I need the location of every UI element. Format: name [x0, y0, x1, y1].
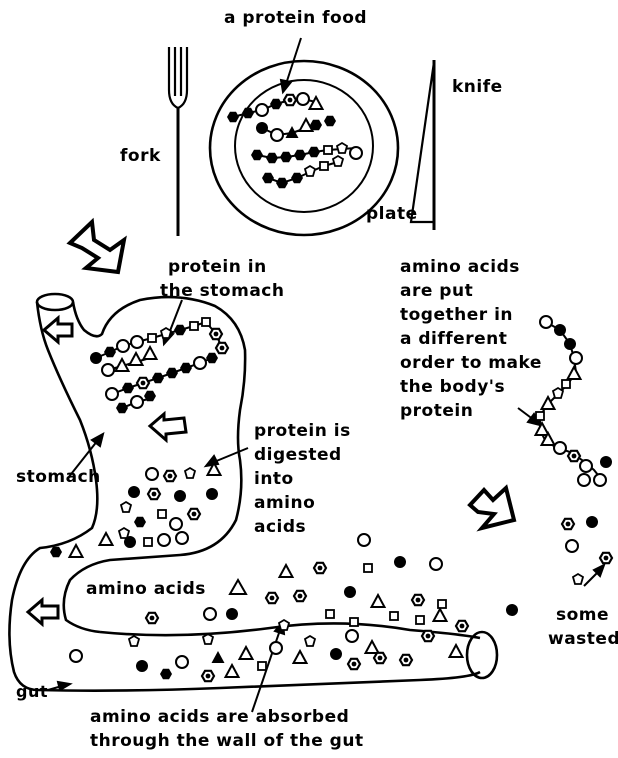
label-protein-in-stomach-2: the stomach [160, 282, 284, 301]
label-digested-4: amino [254, 494, 315, 513]
label-knife: knife [452, 78, 503, 97]
label-plate: plate [366, 205, 418, 224]
label-body-protein-7: protein [400, 402, 473, 421]
label-digested-2: digested [254, 446, 342, 465]
stomach-protein-chain [90, 318, 228, 413]
label-digested-1: protein is [254, 422, 351, 441]
label-body-protein-6: the body's [400, 378, 505, 397]
label-body-protein-1: amino acids [400, 258, 520, 277]
body-protein-chain [536, 316, 613, 486]
label-protein-in-stomach-1: protein in [168, 258, 267, 277]
amino-acid-bead-icon [228, 578, 248, 596]
label-protein-food: a protein food [224, 9, 367, 28]
label-body-protein-4: a different [400, 330, 507, 349]
fork-icon [169, 47, 187, 236]
label-some-wasted-2: wasted [548, 630, 618, 649]
label-stomach: stomach [16, 468, 101, 487]
label-body-protein-3: together in [400, 306, 513, 325]
flow-arrow-icon [70, 222, 124, 272]
label-absorbed-2: through the wall of the gut [90, 732, 364, 751]
wasted-amino-acids [562, 516, 612, 584]
food-pointer-arrow [281, 38, 301, 92]
label-absorbed-1: amino acids are absorbed [90, 708, 349, 727]
label-body-protein-2: are put [400, 282, 473, 301]
label-amino-acids: amino acids [86, 580, 206, 599]
flow-arrow-icon [470, 488, 514, 528]
label-fork: fork [120, 147, 161, 166]
label-some-wasted-1: some [556, 606, 609, 625]
label-digested-3: into [254, 470, 294, 489]
label-digested-5: acids [254, 518, 306, 537]
label-body-protein-5: order to make [400, 354, 542, 373]
label-gut: gut [16, 682, 48, 701]
gut-amino-acids [70, 534, 518, 681]
